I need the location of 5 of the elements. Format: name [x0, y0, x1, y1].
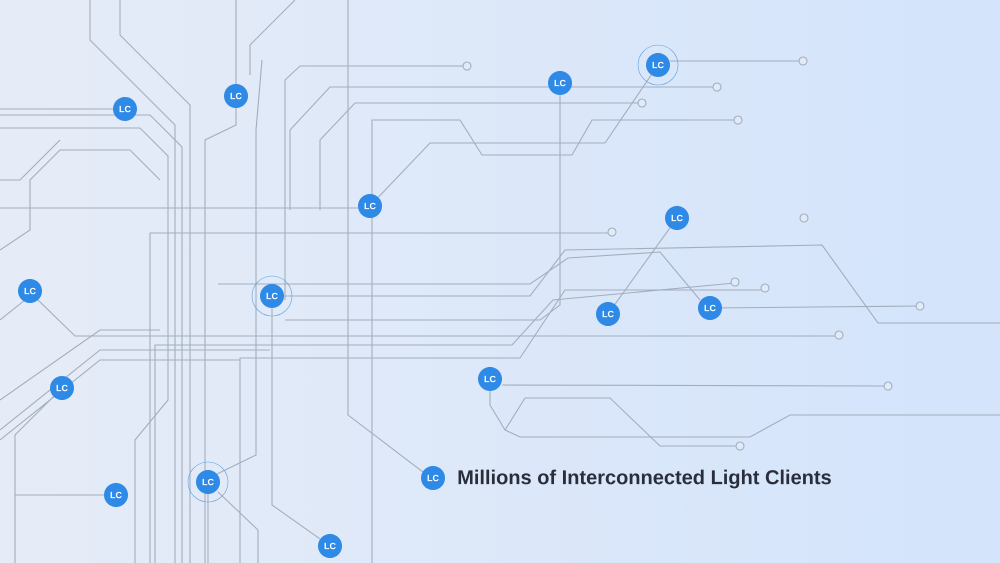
connector-line — [378, 74, 652, 198]
connector-line — [614, 228, 670, 304]
caption-text: Millions of Interconnected Light Clients — [458, 470, 831, 488]
connector-line — [14, 396, 104, 496]
connector-line — [271, 308, 320, 540]
